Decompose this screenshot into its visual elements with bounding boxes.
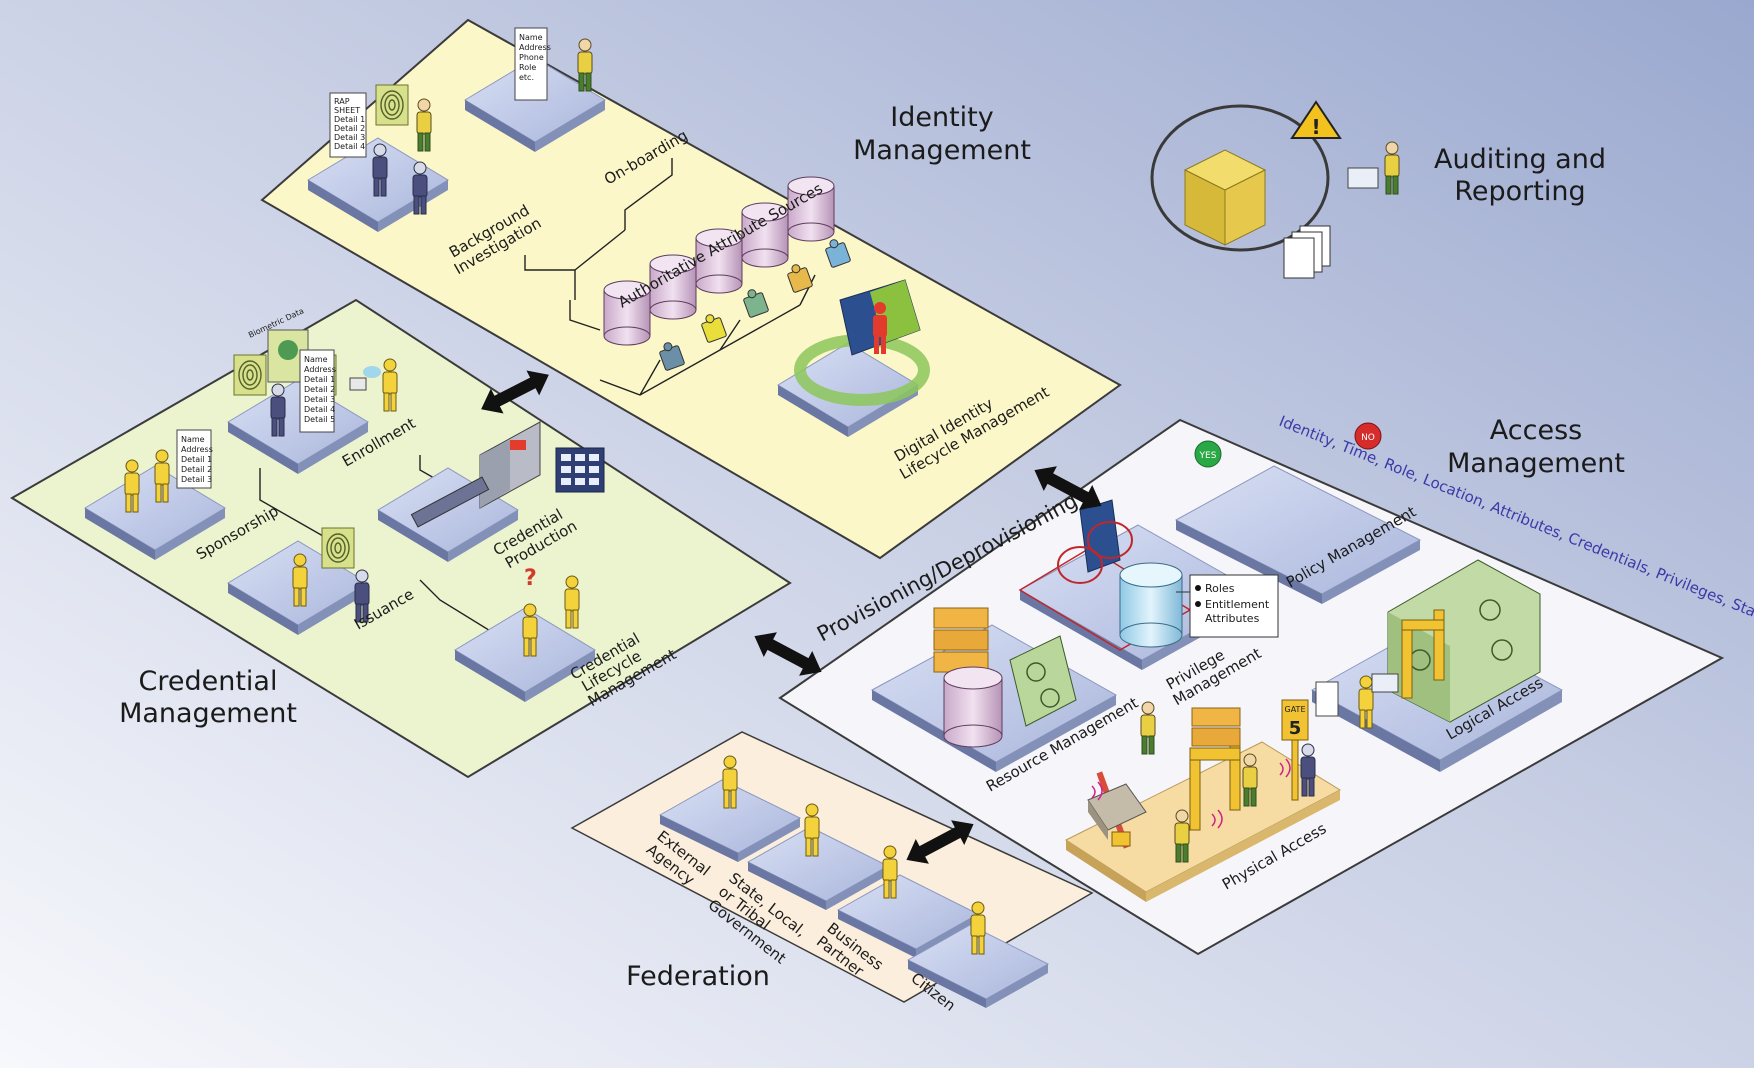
svg-text:Address: Address	[304, 365, 336, 374]
identity-connector-lines	[524, 158, 816, 396]
identity-management-panel: Identity Management RAP SHEET Detail 1 D…	[260, 18, 1122, 560]
logical-access-tile: Logical Access	[1310, 559, 1564, 772]
credential-title-line-2: Management	[119, 698, 297, 729]
svg-text:Detail 2: Detail 2	[304, 385, 335, 394]
svg-text:Detail 4: Detail 4	[304, 405, 335, 414]
svg-text:Attributes: Attributes	[1205, 612, 1260, 625]
svg-text:Detail 2: Detail 2	[181, 465, 212, 474]
identity-management-title: Identity Management	[853, 102, 1031, 166]
camera-icon	[363, 366, 381, 378]
onboarding-form	[514, 27, 548, 101]
fingerprint-icon	[233, 354, 267, 396]
access-title-line-1: Access	[1490, 415, 1582, 446]
credential-title-line-1: Credential	[139, 666, 278, 697]
logical-document-icon	[1315, 681, 1339, 717]
id-cards-rack-icon	[555, 447, 605, 493]
svg-text:Address: Address	[519, 43, 551, 52]
svg-text:Detail 4: Detail 4	[334, 142, 365, 151]
svg-text:!: !	[1311, 115, 1320, 139]
no-badge	[1354, 422, 1382, 450]
svg-text:Address: Address	[181, 445, 213, 454]
cube-icon	[1183, 149, 1267, 246]
database-icon-resource	[943, 666, 1003, 748]
svg-text:Detail 5: Detail 5	[304, 415, 335, 424]
svg-text:Detail 1: Detail 1	[181, 455, 212, 464]
database-icon	[603, 280, 651, 346]
documents-icon	[1283, 225, 1331, 279]
enrollment-form	[299, 349, 335, 433]
svg-text:YES: YES	[1199, 451, 1217, 461]
fingerprint-icon	[375, 84, 409, 126]
privilege-management-tile: Roles Entitlement Attributes Privilege M…	[1018, 499, 1279, 709]
server-stack-icon-2	[1191, 707, 1241, 747]
federation-panel: Federation External Agency State, Local,…	[570, 731, 1094, 1015]
svg-text:Phone: Phone	[519, 53, 544, 62]
server-stack-icon	[933, 607, 989, 673]
turnstile-icon-2	[1189, 739, 1241, 831]
svg-text:etc.: etc.	[519, 73, 534, 82]
identity-title-line-2: Management	[853, 135, 1031, 166]
state-local-government-tile: State, Local, or Tribal Government	[705, 803, 890, 968]
entitlements-box	[1189, 574, 1279, 638]
federation-title: Federation	[626, 961, 770, 992]
yes-badge	[1194, 440, 1222, 468]
vehicle-icon	[1087, 783, 1147, 840]
svg-text:Detail 1: Detail 1	[334, 115, 365, 124]
svg-text:Detail 1: Detail 1	[304, 375, 335, 384]
svg-text:Detail 3: Detail 3	[304, 395, 335, 404]
svg-text:Name: Name	[519, 33, 543, 42]
auditing-reporting-section: ! Auditing and Reporting	[1150, 100, 1606, 279]
gate-sign-icon: GATE 5	[1281, 699, 1309, 801]
turnstile-icon	[1401, 609, 1445, 699]
access-management-title: Access Management	[1447, 415, 1625, 479]
auditing-title-line-2: Reporting	[1454, 176, 1585, 207]
auditing-title-line-1: Auditing and	[1434, 144, 1606, 175]
auditor-laptop-icon	[1347, 167, 1379, 189]
privilege-identity-card-icon	[1079, 499, 1121, 573]
rap-sheet-document	[329, 92, 367, 158]
access-title-line-2: Management	[1447, 448, 1625, 479]
logical-laptop-icon	[1371, 673, 1399, 693]
svg-text:5: 5	[1289, 718, 1302, 739]
fingerprint-icon-3	[321, 527, 355, 569]
server-rack-icon	[1009, 635, 1077, 727]
production-machine-icon	[410, 421, 541, 528]
svg-text:NO: NO	[1361, 433, 1375, 443]
identity-person-icon	[873, 302, 887, 354]
database-icon-3	[695, 228, 743, 294]
svg-text:Name: Name	[304, 355, 328, 364]
citizen-tile: Citizen	[906, 901, 1050, 1015]
svg-text:GATE: GATE	[1285, 705, 1306, 714]
database-icon-5	[787, 176, 835, 242]
credential-management-title: Credential Management	[119, 666, 297, 729]
auditing-title: Auditing and Reporting	[1434, 144, 1606, 207]
svg-text:RAP: RAP	[334, 97, 350, 106]
question-mark-icon: ?	[524, 566, 537, 591]
access-management-panel: Access Management Identity, Time, Role, …	[778, 412, 1754, 956]
svg-text:Detail 3: Detail 3	[181, 475, 212, 484]
warning-icon: !	[1290, 100, 1342, 139]
svg-text:Roles: Roles	[1205, 582, 1235, 595]
svg-text:Entitlement: Entitlement	[1205, 598, 1270, 611]
svg-text:Detail 3: Detail 3	[334, 133, 365, 142]
rfid-signal-icon	[1091, 758, 1291, 829]
resource-management-tile: Resource Management	[870, 607, 1141, 795]
auditing-cycle-ring	[1150, 104, 1330, 252]
svg-text:SHEET: SHEET	[334, 106, 360, 115]
sponsorship-form	[176, 429, 212, 489]
database-icon-entitlements	[1119, 562, 1183, 648]
database-icon-4	[741, 202, 789, 268]
identity-title-line-1: Identity	[890, 102, 993, 133]
svg-text:Detail 2: Detail 2	[334, 124, 365, 133]
svg-text:Name: Name	[181, 435, 205, 444]
svg-text:Role: Role	[519, 63, 536, 72]
